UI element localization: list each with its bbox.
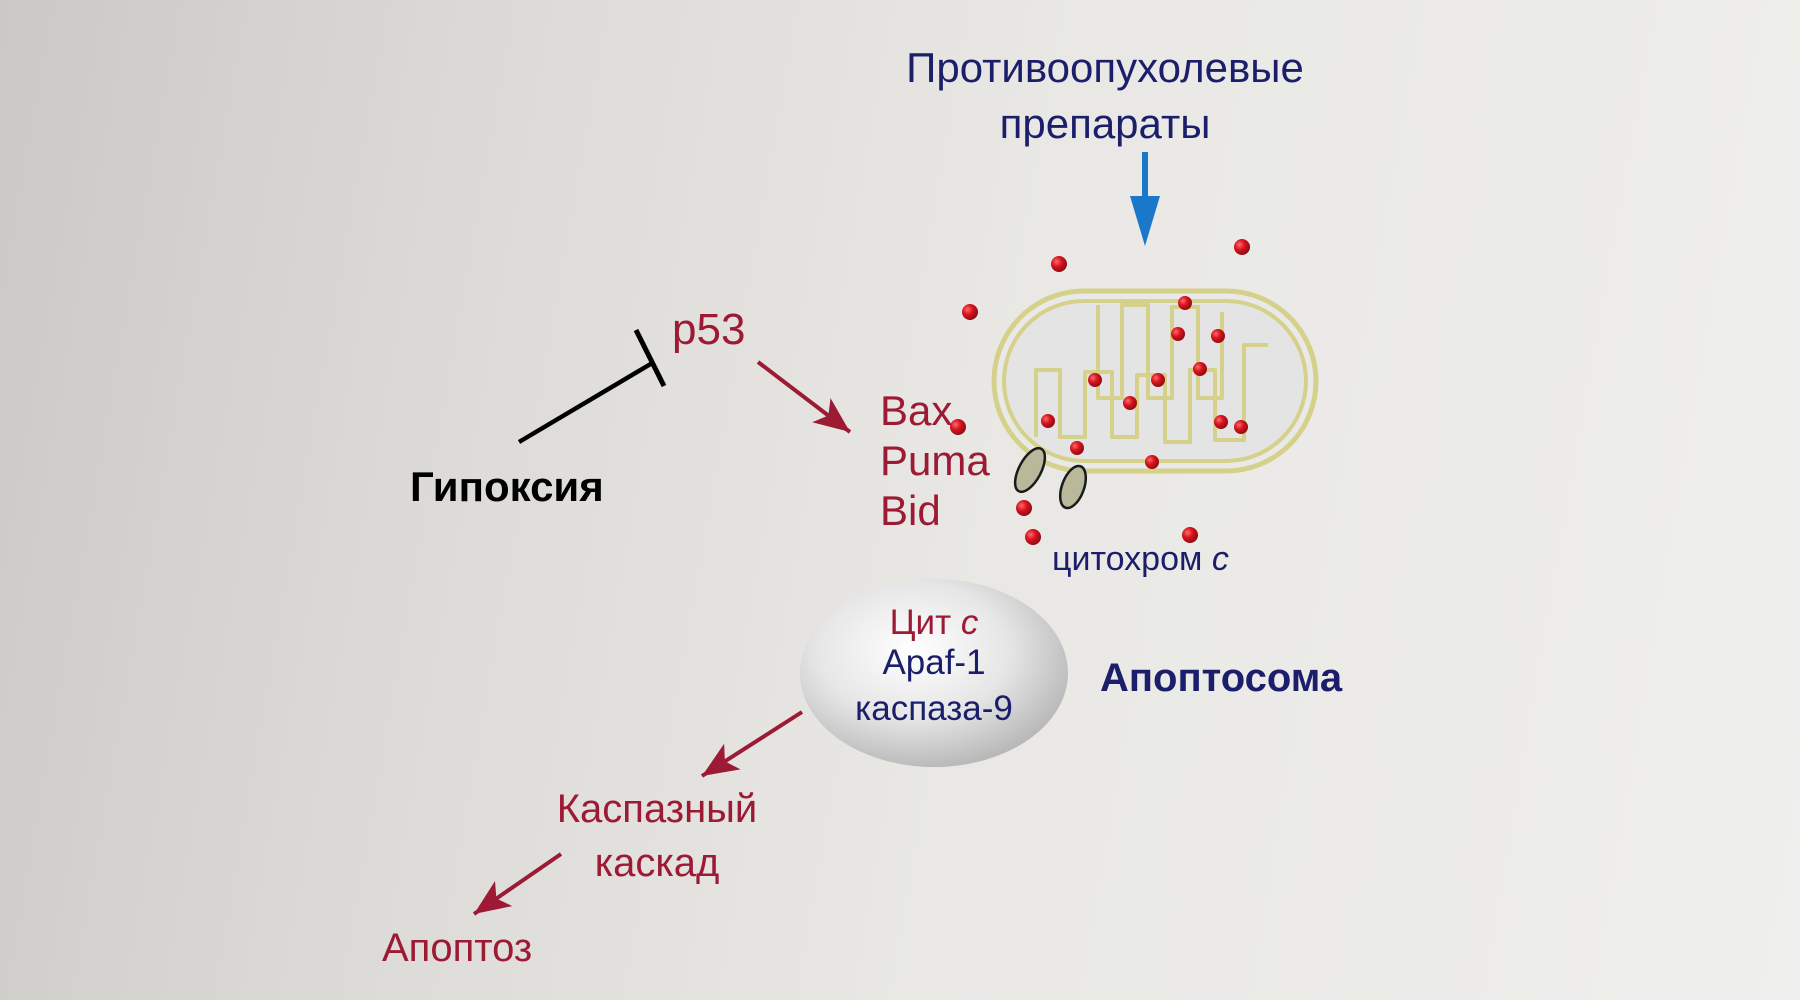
dot-icon	[1025, 529, 1041, 545]
dot-icon	[1178, 296, 1192, 310]
dot-icon	[1193, 362, 1207, 376]
dot-icon	[1234, 420, 1248, 434]
dot-icon	[1171, 327, 1185, 341]
t-bar-inhibition-icon	[517, 328, 667, 444]
dot-icon	[1145, 455, 1159, 469]
puma-label: Puma	[880, 437, 990, 484]
cytochrome-c-particles	[950, 239, 1250, 545]
cytochrome-c-label: цитохром c	[1052, 542, 1229, 576]
dot-icon	[1051, 256, 1067, 272]
arrow-icon	[756, 360, 852, 434]
dot-icon	[1214, 415, 1228, 429]
complex-cyt-c: Цит c	[804, 605, 1064, 640]
dot-icon	[1211, 329, 1225, 343]
dot-icon	[1016, 500, 1032, 516]
arrow-down-icon	[1130, 152, 1160, 246]
dot-icon	[1182, 527, 1198, 543]
dot-icon	[1041, 414, 1055, 428]
cytochrome-c-label-text: цитохром	[1052, 540, 1212, 578]
complex-caspase9: каспаза-9	[855, 689, 1013, 728]
drugs-label-line2: препараты	[999, 100, 1211, 147]
p53-label: p53	[672, 305, 746, 354]
dot-icon	[1070, 441, 1084, 455]
complex-cyt-c-text: Цит	[889, 603, 961, 642]
drugs-label-line1: Противоопухолевые	[906, 44, 1304, 91]
drugs-label: Противоопухолевые препараты	[845, 40, 1365, 152]
apoptosis-label: Апоптоз	[382, 926, 533, 970]
dot-icon	[1234, 239, 1250, 255]
dot-icon	[1123, 396, 1137, 410]
arrow-icon	[472, 852, 563, 916]
complex-apaf1: Apaf-1	[882, 643, 986, 682]
dot-icon	[962, 304, 978, 320]
arrow-icon	[700, 710, 804, 778]
dot-icon	[1151, 373, 1165, 387]
bax-label: Bax	[880, 387, 953, 434]
apoptosome-label: Апоптосома	[1100, 656, 1343, 700]
caspase-cascade-line1: Каспазный	[556, 787, 758, 831]
cytochrome-c-label-italic: c	[1211, 540, 1229, 578]
caspase-cascade-label: Каспазный каскад	[507, 782, 807, 890]
complex-cyt-c-italic: c	[960, 603, 979, 642]
dot-icon	[1088, 373, 1102, 387]
bid-label: Bid	[880, 487, 941, 534]
ellipse-icon	[800, 579, 1068, 767]
pore-icon	[1013, 446, 1088, 510]
caspase-cascade-line2: каскад	[594, 841, 720, 885]
dot-icon	[950, 419, 966, 435]
hypoxia-label: Гипоксия	[410, 463, 604, 510]
